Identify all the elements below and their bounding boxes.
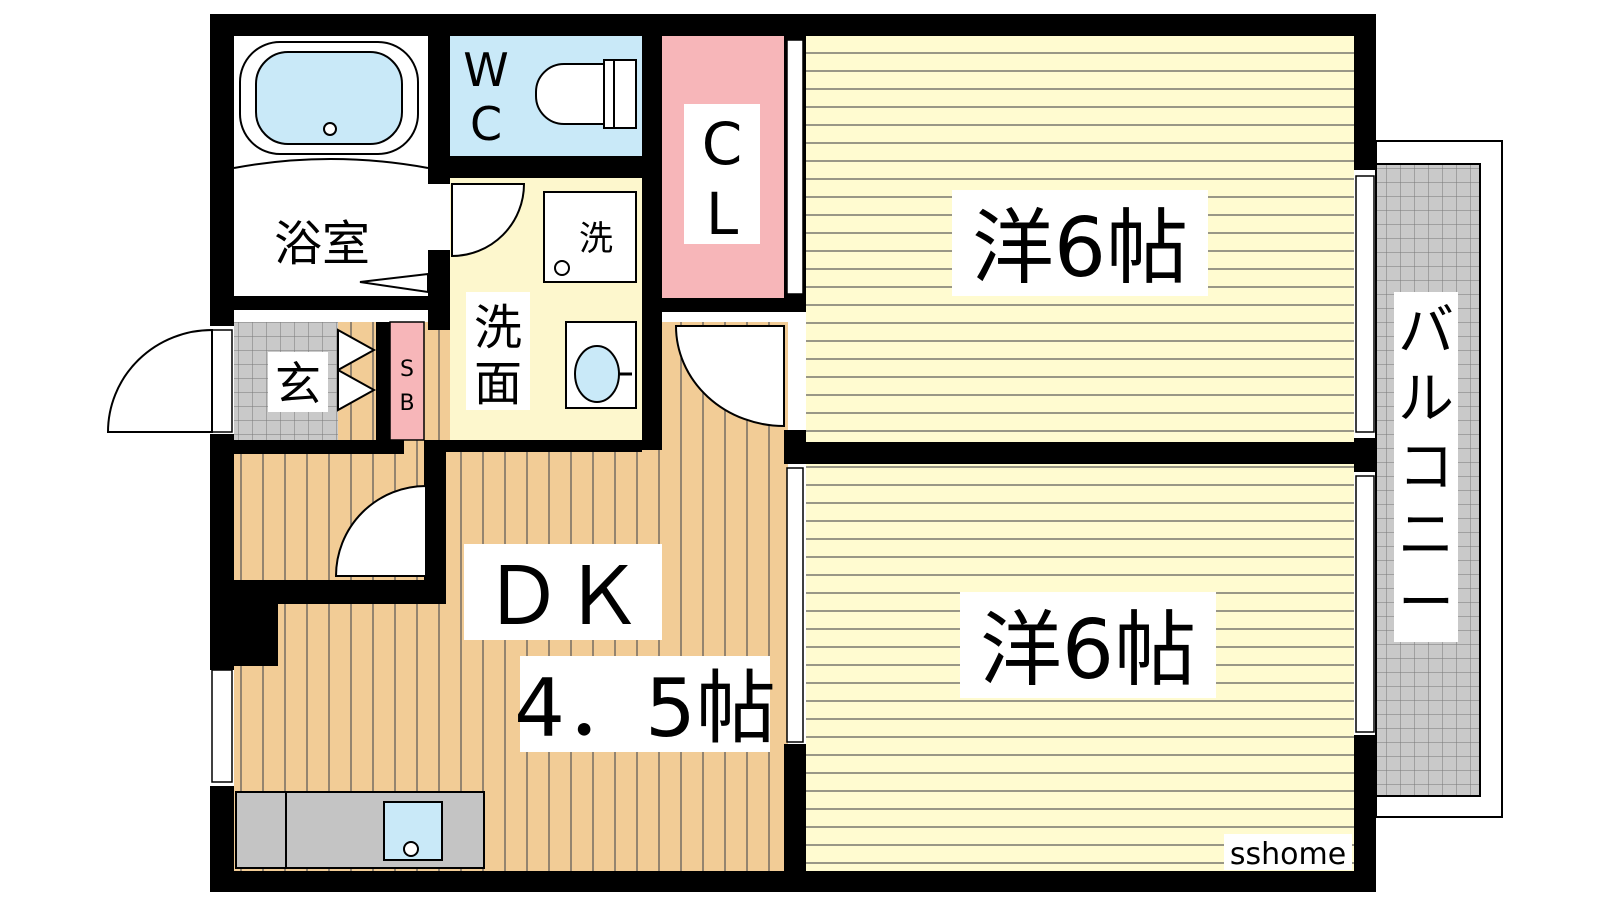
- entrance-label: 玄: [275, 357, 321, 411]
- closet-label-c: C: [702, 110, 743, 178]
- washroom-label-bg: [466, 292, 530, 410]
- wash-basin: [565, 321, 637, 409]
- bathtub: [233, 41, 429, 169]
- western-room-1-label: 洋6帖: [972, 201, 1188, 296]
- balcony-char: ル: [1398, 367, 1454, 432]
- shoebox-label-s: S: [400, 357, 414, 382]
- dk-label: ＤＫ: [483, 550, 643, 643]
- room-2-label-bg: [960, 592, 1216, 698]
- dk-size-label-bg: [520, 656, 770, 752]
- shoebox: [389, 321, 425, 441]
- balcony-label: バ ル コ ニ ー: [1398, 299, 1454, 636]
- dk-size-label: 4．5帖: [514, 662, 776, 755]
- washer-label: 洗: [579, 219, 613, 259]
- room-1-label-bg: [952, 190, 1208, 296]
- balcony-char: バ: [1398, 299, 1454, 364]
- western-room-2-label: 洋6帖: [980, 603, 1196, 698]
- watermark: sshome: [1230, 837, 1346, 872]
- walls: [210, 14, 1376, 892]
- wc-label-w: W: [463, 43, 508, 97]
- washing-machine-space: [543, 191, 637, 283]
- bath-label-bg: [262, 212, 382, 274]
- watermark-bg: [1224, 834, 1352, 870]
- closet-label-bg: [684, 104, 760, 244]
- doors: [106, 183, 785, 577]
- washroom-label-bottom: 面: [474, 356, 522, 412]
- toilet: [535, 59, 637, 129]
- shoebox-label-b: B: [399, 391, 414, 416]
- wc-label-c: C: [470, 97, 502, 151]
- balcony-char: コ: [1398, 435, 1454, 500]
- closet-label-l: L: [706, 180, 738, 248]
- balcony-char: ー: [1398, 571, 1454, 636]
- washroom-label-top: 洗: [474, 300, 522, 356]
- balcony-char: ニ: [1398, 503, 1454, 568]
- dk-label-bg: [464, 544, 662, 640]
- entrance-label-bg: [268, 352, 328, 412]
- bath-label: 浴室: [274, 216, 370, 272]
- balcony: [1375, 140, 1503, 818]
- kitchen-counter: [235, 791, 485, 869]
